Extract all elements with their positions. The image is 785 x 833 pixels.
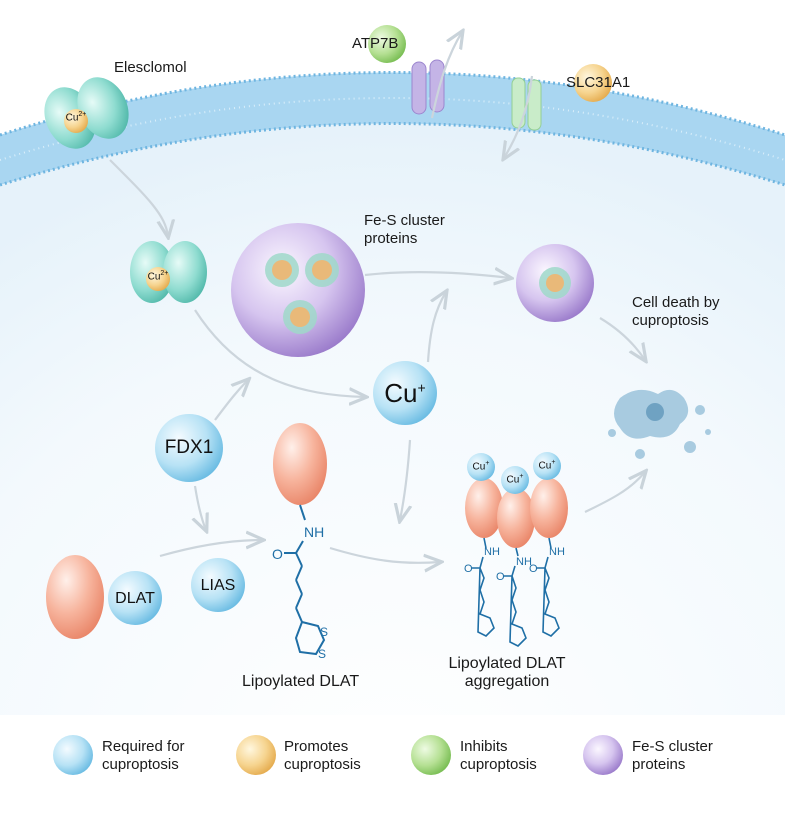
elesclomol-cu-complex-inside (130, 241, 207, 303)
dlat-protein (46, 555, 104, 639)
legend-required-swatch (53, 735, 93, 775)
pathway-arrows (109, 32, 645, 563)
agg-cu-1: Cu+ (472, 460, 490, 473)
slc31a1-channel (511, 77, 542, 131)
atp7b-channel (411, 59, 445, 115)
lipoyl-chain (284, 504, 326, 656)
dlat-node (108, 571, 162, 625)
lipoylated-dlat-protein (273, 423, 327, 505)
fes-cluster-protein-large (231, 223, 365, 357)
elesclomol-cu-complex-outside (44, 77, 129, 149)
lipoylated-dlat-label: Lipoylated DLAT (242, 673, 360, 690)
slc31a1-node (574, 64, 612, 102)
agg-o-1: O (464, 563, 473, 575)
nh-label: NH (304, 524, 324, 540)
agg-nh-1: NH (484, 546, 500, 558)
fdx1-node (155, 414, 223, 482)
agg-nh-2: NH (516, 556, 532, 568)
s-label-2: S (318, 647, 326, 661)
dlat-aggregate (465, 452, 568, 548)
legend-promotes-text: Promotes cuproptosis (284, 738, 361, 773)
agg-o-2: O (496, 571, 505, 583)
cell-death-label: Cell death by cuproptosis (632, 294, 720, 329)
legend-inhibits-swatch (411, 735, 451, 775)
lias-label: LIAS (200, 577, 236, 594)
lipoylated-dlat-aggregation-label: Lipoylated DLAT aggregation (448, 655, 566, 690)
atp7b-node (368, 25, 406, 63)
legend-promotes-swatch (236, 735, 276, 775)
aggregate-chem-labels: NH NH NH O O O (464, 546, 565, 583)
agg-cu-3: Cu+ (538, 459, 556, 472)
o-label: O (272, 546, 283, 562)
dlat-label: DLAT (115, 590, 155, 607)
slc31a1-label: SLC31A1 (566, 74, 631, 91)
agg-cu-2: Cu+ (506, 473, 524, 486)
fes-cluster-protein-small (516, 244, 594, 322)
cell-debris (608, 389, 711, 459)
cu-ion-node (373, 361, 437, 425)
legend-inhibits-text: Inhibits cuproptosis (460, 738, 537, 773)
legend-required-text: Required for cuproptosis (102, 738, 185, 773)
legend-fes-swatch (583, 735, 623, 775)
cu-ion-label: Cu+ (384, 378, 426, 408)
membrane-inner-edge (0, 122, 785, 187)
s-label-1: S (320, 625, 328, 639)
cu2-label-inside: Cu2+ (147, 270, 169, 283)
cu2-label-outside: Cu2+ (65, 111, 87, 124)
aggregate-chains (472, 537, 560, 647)
fes-cluster-label: Fe-S cluster proteins (364, 212, 445, 247)
elesclomol-label: Elesclomol (114, 59, 187, 76)
agg-o-3: O (529, 563, 538, 575)
membrane-mid-line (0, 97, 785, 161)
legend-fes-text: Fe-S cluster proteins (632, 738, 713, 773)
agg-nh-3: NH (549, 546, 565, 558)
legend-panel (0, 715, 785, 828)
atp7b-label: ATP7B (352, 35, 399, 52)
lias-node (191, 558, 245, 612)
lipoyl-labels: NH O S S (272, 524, 328, 661)
fdx1-label: FDX1 (164, 437, 214, 458)
